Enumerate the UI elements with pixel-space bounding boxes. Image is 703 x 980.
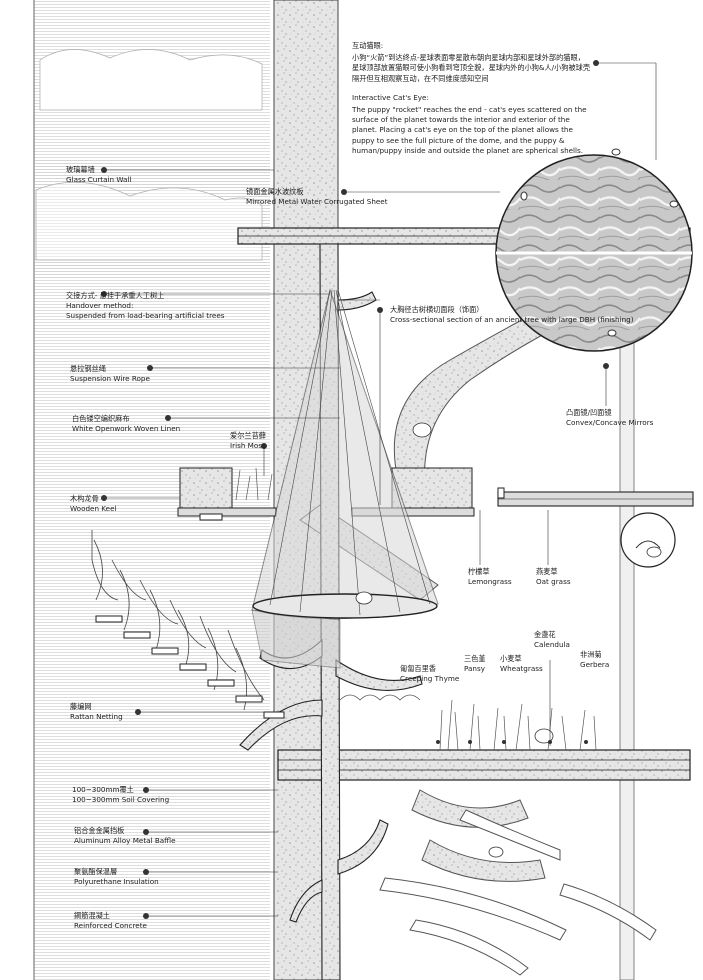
note-en-body: The puppy "rocket" reaches the end - cat… <box>352 105 587 155</box>
note-en-title: Interactive Cat's Eye: <box>352 92 429 102</box>
planet-sphere <box>495 148 693 352</box>
linen-cone <box>251 288 439 669</box>
leader-dots <box>101 60 609 919</box>
puppy-icon <box>355 422 662 858</box>
suspended-platform <box>177 467 475 521</box>
label-ancient-tree-section: 大胸径古树横切面段（饰面）Cross-sectional section of … <box>390 305 634 324</box>
planting-bed <box>235 467 597 751</box>
interactive-cats-eye-note: 互动猫眼: 小狗“火箭”到达终点-星球表面零星散布朝向星球内部和星球外部的猫眼，… <box>352 41 592 156</box>
viewing-pod <box>620 512 676 568</box>
note-zh-title: 互动猫眼: <box>352 41 384 50</box>
lower-slab <box>277 749 691 781</box>
note-zh-body: 小狗“火箭”到达终点-星球表面零星散布朝向星球内部和星球外部的猫眼，星球顶部放置… <box>352 53 591 83</box>
leader-lines <box>104 62 657 917</box>
